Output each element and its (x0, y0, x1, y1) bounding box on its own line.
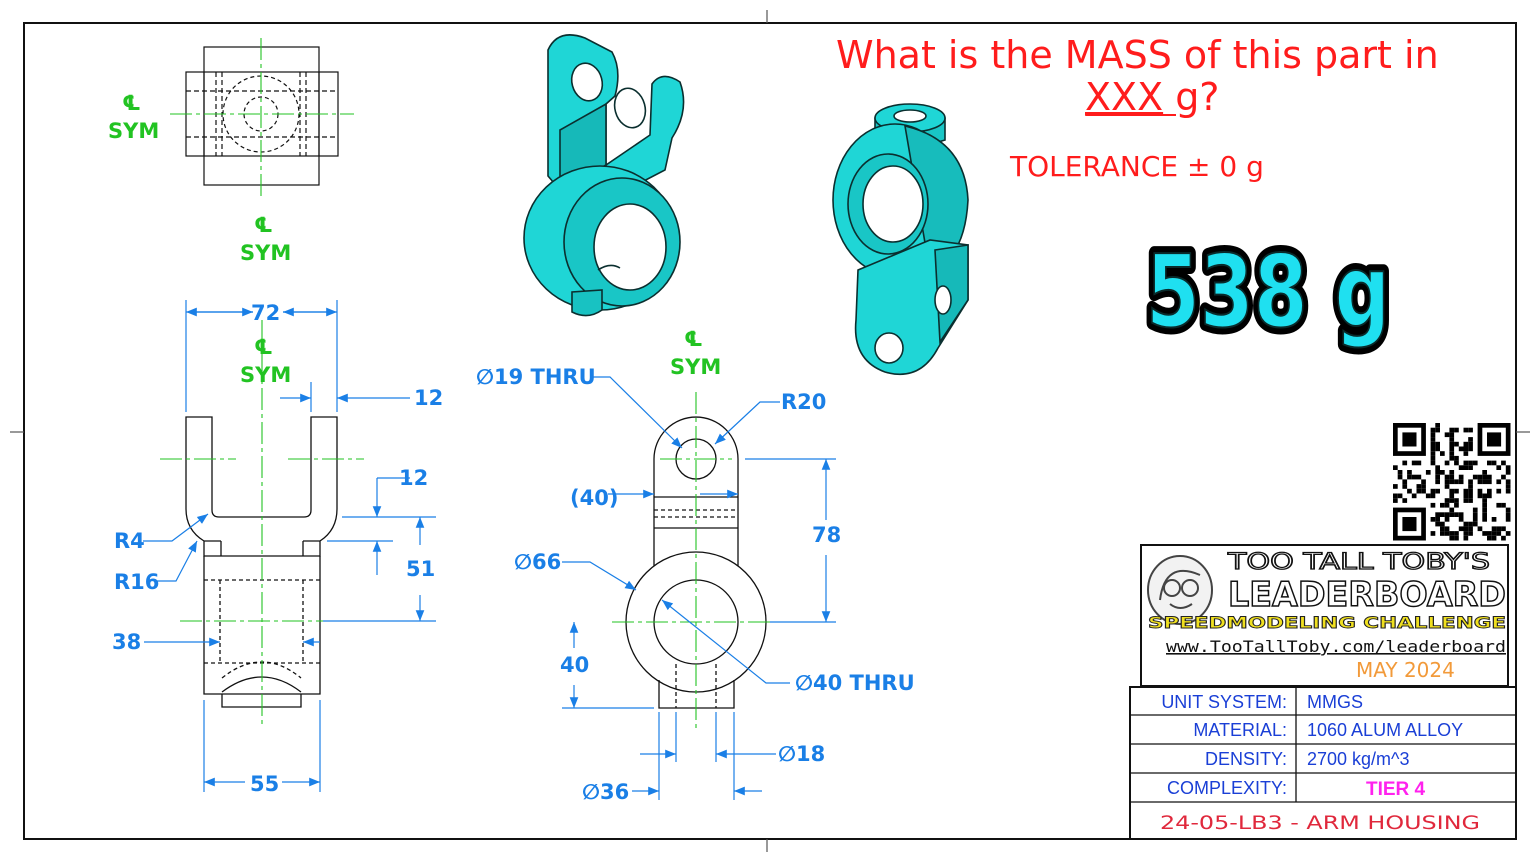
dim-r20: R20 (781, 390, 826, 414)
sym-label-2: SYM (240, 241, 291, 265)
question-line-2: XXX g? (1085, 75, 1219, 119)
answer-mass-shadow: 538 g (1146, 233, 1390, 350)
dim-r16: R16 (114, 570, 159, 594)
dim-38: 38 (112, 630, 141, 654)
qr-code (1390, 420, 1514, 544)
tolerance-text: TOLERANCE ± 0 g (1009, 150, 1264, 183)
sym-label-1: SYM (108, 119, 159, 143)
symmetry-labels: ℄ SYM ℄ SYM ℄ SYM ℄ SYM (108, 91, 721, 387)
top-view-centerlines (170, 38, 354, 196)
registration-ticks (10, 10, 1530, 852)
side-view-dimensions (562, 376, 836, 800)
title-block: UNIT SYSTEM: MMGS MATERIAL: 1060 ALUM AL… (1129, 686, 1517, 840)
logo-date: MAY 2024 (1356, 658, 1455, 682)
dim-12-mid: 12 (399, 466, 428, 490)
answer-mass: 538 g (1146, 233, 1390, 350)
leaderboard-logo: TOO TALL TOBY'S LEADERBOARD SPEEDMODELIN… (1140, 544, 1509, 687)
dim-dia-66: ∅66 (514, 550, 561, 574)
dim-40: 40 (560, 653, 589, 677)
answer: 538 g 538 g (1139, 226, 1397, 357)
dim-40-ref: (40) (570, 486, 618, 510)
side-view-centerlines (612, 392, 780, 728)
tb-value-density: 2700 kg/m^3 (1307, 749, 1410, 769)
logo-mascot (1147, 555, 1213, 625)
dim-r4: R4 (114, 529, 145, 553)
isometric-part-1 (523, 34, 685, 317)
title-block-frame (1129, 686, 1517, 840)
tb-value-complexity: TIER 4 (1366, 779, 1426, 800)
tb-label-material: MATERIAL: (1193, 720, 1287, 740)
tb-value-material: 1060 ALUM ALLOY (1307, 720, 1463, 740)
sym-symbol-1: ℄ (122, 91, 141, 115)
logo-line-3: SPEEDMODELING CHALLENGE (1148, 613, 1506, 632)
logo-line-2: LEADERBOARD (1228, 575, 1506, 615)
sym-symbol-3: ℄ (254, 335, 273, 359)
isometric-part-2 (832, 103, 969, 376)
tb-label-density: DENSITY: (1205, 749, 1287, 769)
question-placeholder: XXX (1085, 75, 1163, 119)
tb-label-unit-system: UNIT SYSTEM: (1161, 692, 1287, 712)
dim-78: 78 (812, 523, 841, 547)
dim-dia-36: ∅36 (582, 780, 629, 804)
dim-51: 51 (406, 557, 435, 581)
side-view-dimension-labels: ∅19 THRU R20 (40) 78 ∅66 40 ∅40 THRU ∅18… (476, 365, 915, 804)
sym-label-4: SYM (670, 355, 721, 379)
question-line-1: What is the MASS of this part in (836, 33, 1439, 77)
question-unit: g? (1163, 75, 1219, 119)
tb-value-unit-system: MMGS (1307, 692, 1363, 712)
question: What is the MASS of this part in XXX g? … (836, 33, 1439, 183)
top-view (185, 46, 339, 186)
logo-url: www.TooTallToby.com/leaderboard (1166, 637, 1506, 656)
tb-label-complexity: COMPLEXITY: (1167, 778, 1287, 798)
dim-hole-19: ∅19 THRU (476, 365, 596, 389)
front-view-centerlines (160, 320, 364, 728)
sym-symbol-2: ℄ (254, 213, 273, 237)
sheet-border (23, 22, 1517, 840)
drawing-code: 24-05-LB3 - ARM HOUSING (1160, 812, 1480, 834)
dim-dia-18: ∅18 (778, 742, 825, 766)
front-view-dimensions (143, 300, 436, 792)
front-view-dimension-labels: 72 12 12 51 38 55 R4 R16 (112, 301, 443, 796)
dim-55: 55 (250, 772, 279, 796)
sym-label-3: SYM (240, 363, 291, 387)
sym-symbol-4: ℄ (684, 327, 703, 351)
logo-line-1: TOO TALL TOBY'S (1227, 550, 1490, 575)
dim-72: 72 (251, 301, 280, 325)
dim-hole-40: ∅40 THRU (795, 671, 915, 695)
dim-12-top: 12 (414, 386, 443, 410)
